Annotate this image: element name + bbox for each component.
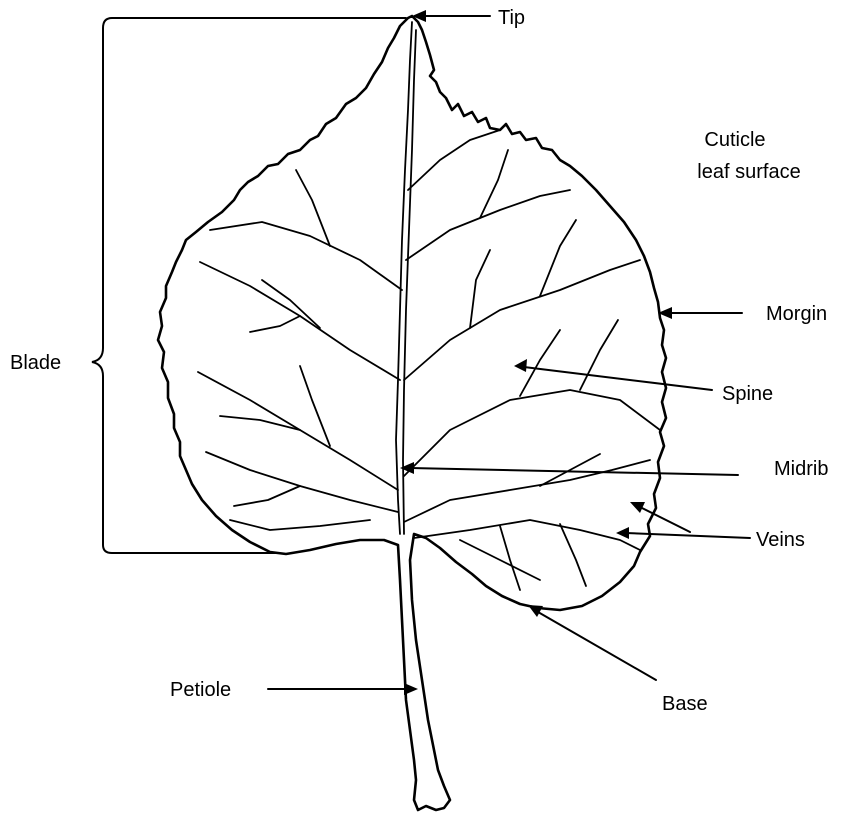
spine-leader — [524, 367, 712, 390]
label-midrib: Midrib — [774, 458, 828, 480]
tip-arrowhead — [412, 10, 426, 22]
label-cuticle-line1: Cuticle — [704, 129, 765, 151]
veins-arrowhead-2 — [616, 527, 629, 539]
vein-left-2 — [200, 262, 400, 380]
vein-left-5 — [230, 520, 370, 530]
midrib-line-inner — [403, 30, 416, 534]
vein-left-1b — [296, 170, 330, 246]
vein-left-3c — [300, 366, 330, 446]
label-margin: Morgin — [766, 303, 827, 325]
base-leader — [538, 612, 656, 680]
vein-left-2c — [250, 316, 300, 332]
label-base: Base — [662, 693, 708, 715]
vein-right-4 — [404, 390, 660, 476]
vein-left-3 — [198, 372, 398, 490]
vein-right-6c — [560, 524, 586, 586]
vein-left-4 — [206, 452, 398, 512]
label-spine: Spine — [722, 383, 773, 405]
spine-arrowhead — [514, 359, 527, 372]
vein-right-4c — [580, 320, 618, 390]
petiole-arrowhead — [404, 683, 418, 695]
label-veins: Veins — [756, 529, 805, 551]
base-arrowhead — [528, 605, 543, 617]
vein-right-3b — [540, 220, 576, 296]
vein-right-6 — [414, 520, 640, 550]
label-tip: Tip — [498, 7, 525, 29]
label-blade: Blade — [10, 352, 61, 374]
vein-left-4b — [234, 486, 300, 506]
midrib-line — [396, 22, 412, 534]
midrib-leader — [410, 468, 738, 475]
vein-right-6b — [500, 526, 520, 590]
vein-right-3c — [470, 250, 490, 328]
veins-leader-2 — [626, 533, 750, 538]
vein-right-1 — [408, 130, 500, 190]
label-petiole: Petiole — [170, 679, 231, 701]
label-cuticle-line2: leaf surface — [697, 161, 800, 183]
